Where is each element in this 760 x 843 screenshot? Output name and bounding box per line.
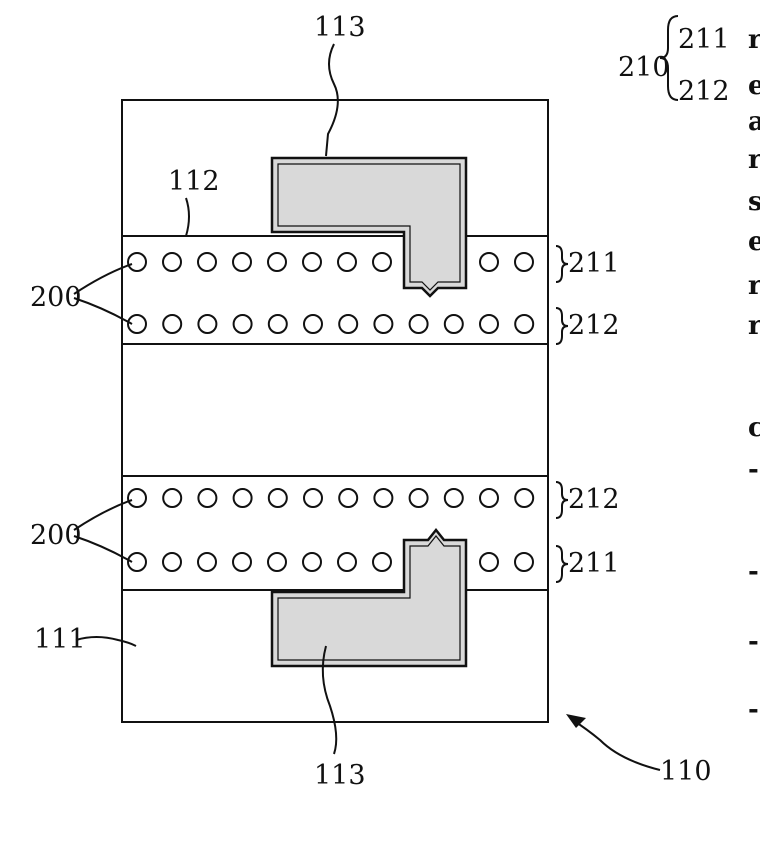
via-hole — [198, 553, 216, 571]
via-hole — [445, 315, 463, 333]
hole-row-212-top — [128, 315, 533, 333]
via-hole — [338, 553, 356, 571]
leader-112 — [186, 198, 189, 236]
via-hole — [269, 489, 287, 507]
via-hole — [233, 553, 251, 571]
label-212-legend: 212 — [678, 76, 730, 107]
side-char: r — [748, 311, 760, 341]
via-hole — [163, 315, 181, 333]
brace-row2 — [556, 308, 568, 344]
via-hole — [304, 489, 322, 507]
via-hole — [515, 489, 533, 507]
label-211-row4: 211 — [568, 548, 620, 579]
via-hole — [338, 253, 356, 271]
via-hole — [339, 489, 357, 507]
leader-200-bottom-b — [74, 536, 132, 562]
brace-row4 — [556, 546, 568, 582]
via-hole — [234, 489, 252, 507]
label-212-row2: 212 — [568, 310, 620, 341]
side-char: - — [748, 455, 759, 485]
label-200-bottom: 200 — [30, 520, 82, 551]
pad-113-bottom — [272, 530, 466, 666]
via-hole — [373, 253, 391, 271]
via-hole — [480, 315, 498, 333]
side-char: - — [748, 695, 759, 725]
hole-row-211-bottom — [128, 553, 533, 571]
via-hole — [374, 315, 392, 333]
side-char: a — [748, 107, 760, 137]
via-hole — [303, 253, 321, 271]
label-212-row3: 212 — [568, 484, 620, 515]
via-hole — [128, 489, 146, 507]
via-hole — [163, 489, 181, 507]
via-hole — [163, 253, 181, 271]
side-char: - — [748, 557, 759, 587]
side-char: - — [748, 627, 759, 657]
label-110: 110 — [660, 756, 712, 787]
side-char: c — [748, 413, 760, 443]
via-hole — [268, 553, 286, 571]
side-char: e — [748, 227, 760, 257]
via-hole — [163, 553, 181, 571]
via-hole — [339, 315, 357, 333]
cropped-side-text: rearserrc---- — [748, 25, 760, 725]
label-200-top: 200 — [30, 282, 82, 313]
via-hole — [373, 553, 391, 571]
side-char: r — [748, 145, 760, 175]
via-hole — [198, 253, 216, 271]
via-hole — [269, 315, 287, 333]
via-hole — [374, 489, 392, 507]
via-hole — [410, 315, 428, 333]
via-hole — [480, 489, 498, 507]
side-char: e — [748, 71, 760, 101]
via-hole — [410, 489, 428, 507]
via-hole — [128, 253, 146, 271]
label-113-top: 113 — [314, 12, 366, 43]
leader-200-top-b — [74, 298, 132, 324]
side-char: r — [748, 25, 760, 55]
leader-200-bottom-a — [74, 500, 132, 530]
via-hole — [515, 553, 533, 571]
brace-row1 — [556, 246, 568, 282]
via-hole — [304, 315, 322, 333]
via-hole — [268, 253, 286, 271]
via-hole — [234, 315, 252, 333]
via-hole — [480, 553, 498, 571]
hole-row-212-bottom — [128, 489, 533, 507]
via-hole — [198, 489, 216, 507]
via-hole — [515, 315, 533, 333]
side-char: r — [748, 271, 760, 301]
label-211-row1: 211 — [568, 248, 620, 279]
leader-110 — [570, 718, 660, 770]
via-hole — [233, 253, 251, 271]
via-hole — [515, 253, 533, 271]
label-112: 112 — [168, 166, 220, 197]
label-113-bottom: 113 — [314, 760, 366, 791]
via-hole — [303, 553, 321, 571]
pad-113-top — [272, 158, 466, 296]
label-210: 210 — [618, 52, 670, 83]
hole-row-211-top — [128, 253, 533, 271]
brace-row3 — [556, 482, 568, 518]
via-hole — [198, 315, 216, 333]
via-hole — [445, 489, 463, 507]
leader-200-top-a — [74, 264, 132, 294]
label-211-legend: 211 — [678, 24, 730, 55]
side-char: s — [748, 187, 760, 217]
via-hole — [480, 253, 498, 271]
